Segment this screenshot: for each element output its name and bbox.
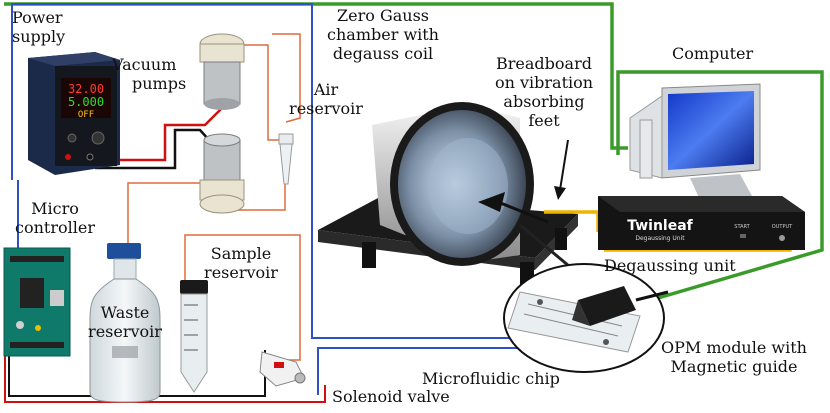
tubing-pumps <box>226 44 286 211</box>
label-microfluidic-chip: Microfluidic chip <box>422 369 560 388</box>
psu-state-readout: OFF <box>78 110 94 120</box>
signal-wire-top <box>11 3 510 339</box>
sample-reservoir-tube <box>180 280 208 393</box>
twinleaf-output-label: OUTPUT <box>772 224 793 230</box>
tubing-air <box>272 33 301 123</box>
computer <box>629 83 761 200</box>
twinleaf-degaussing-unit: Twinleaf Degaussing Unit START OUTPUT <box>598 196 805 250</box>
psu-volts-readout: 32.00 <box>68 82 104 96</box>
psu-amps-readout: 5.000 <box>68 95 104 109</box>
waste-bottle <box>89 243 161 403</box>
solenoid-valve <box>259 351 306 387</box>
micro-controller <box>3 247 71 357</box>
usb-cable-to-chip <box>616 70 824 300</box>
vacuum-pump-top <box>199 33 245 110</box>
arrow-to-chamber <box>478 192 505 212</box>
tubing-waste <box>127 182 218 245</box>
opm-module <box>572 286 669 326</box>
signal-wire-chip <box>317 347 540 395</box>
zero-gauss-chamber <box>372 102 534 266</box>
twinleaf-sub: Degaussing Unit <box>635 235 685 242</box>
vacuum-pump-bottom <box>199 133 245 214</box>
label-solenoid-valve: Solenoid valve <box>332 387 450 406</box>
label-degaussing-unit: Degaussing unit <box>604 256 736 275</box>
label-computer: Computer <box>672 44 754 63</box>
power-supply: 32.00 5.000 OFF <box>28 52 120 175</box>
arrow-to-breadboard <box>559 139 569 191</box>
twinleaf-brand: Twinleaf <box>627 218 693 234</box>
power-wire-red <box>90 107 223 162</box>
air-reservoir-tube <box>278 133 294 185</box>
twinleaf-start-label: START <box>734 224 750 230</box>
